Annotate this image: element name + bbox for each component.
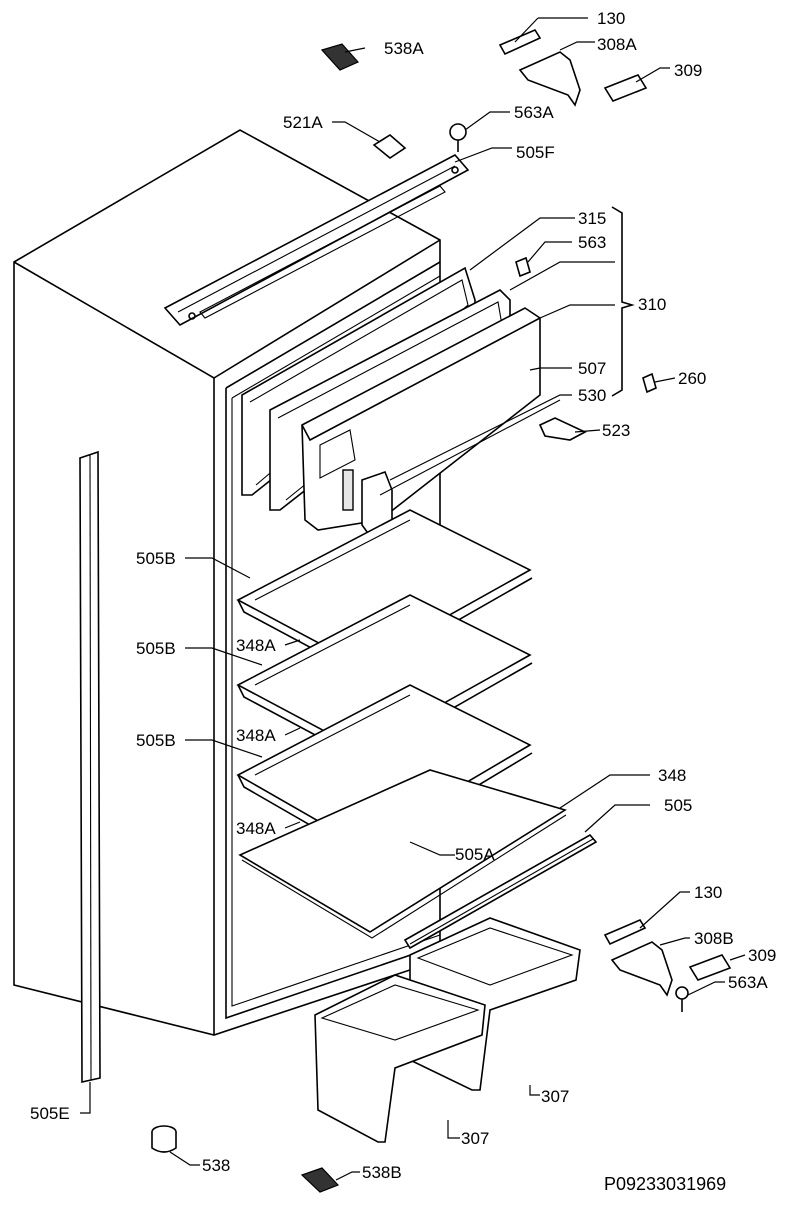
label-521A: 521A [283,113,323,132]
bottom-rail [403,833,598,950]
drawing-number: P09233031969 [604,1174,726,1194]
label-315: 315 [578,209,606,228]
label-310: 310 [638,295,666,314]
label-308B: 308B [694,929,734,948]
label-307-left: 307 [461,1129,489,1148]
label-130-bottom: 130 [694,883,722,902]
label-260: 260 [678,369,706,388]
part-labels: 130 538A 308A 309 521A 563A 505F 315 563… [30,9,776,1194]
label-507: 507 [578,359,606,378]
label-505A: 505A [455,845,495,864]
small-parts [151,28,732,1193]
label-309-bottom: 309 [748,946,776,965]
shelves [236,509,567,939]
label-348A-3: 348A [236,819,276,838]
label-538A: 538A [384,39,424,58]
label-348A-2: 348A [236,726,276,745]
label-505B-2: 505B [136,639,176,658]
label-505B-3: 505B [136,731,176,750]
side-strip [79,450,101,1083]
label-505F: 505F [516,143,555,162]
label-309-top: 309 [674,61,702,80]
label-307-right: 307 [541,1087,569,1106]
label-523: 523 [602,421,630,440]
freezer-compartment [241,266,561,537]
label-538B: 538B [362,1163,402,1182]
label-130-top: 130 [597,9,625,28]
label-505E: 505E [30,1104,70,1123]
leader-lines [80,17,746,1181]
label-530: 530 [578,386,606,405]
label-348A-1: 348A [236,636,276,655]
label-348: 348 [658,766,686,785]
label-563A-top: 563A [514,103,554,122]
top-rail [163,153,470,327]
label-505B-1: 505B [136,549,176,568]
crisper-drawers [314,917,581,1143]
label-538: 538 [202,1156,230,1175]
label-308A: 308A [597,35,637,54]
label-563: 563 [578,233,606,252]
label-505: 505 [664,796,692,815]
label-563A-bottom: 563A [728,973,768,992]
